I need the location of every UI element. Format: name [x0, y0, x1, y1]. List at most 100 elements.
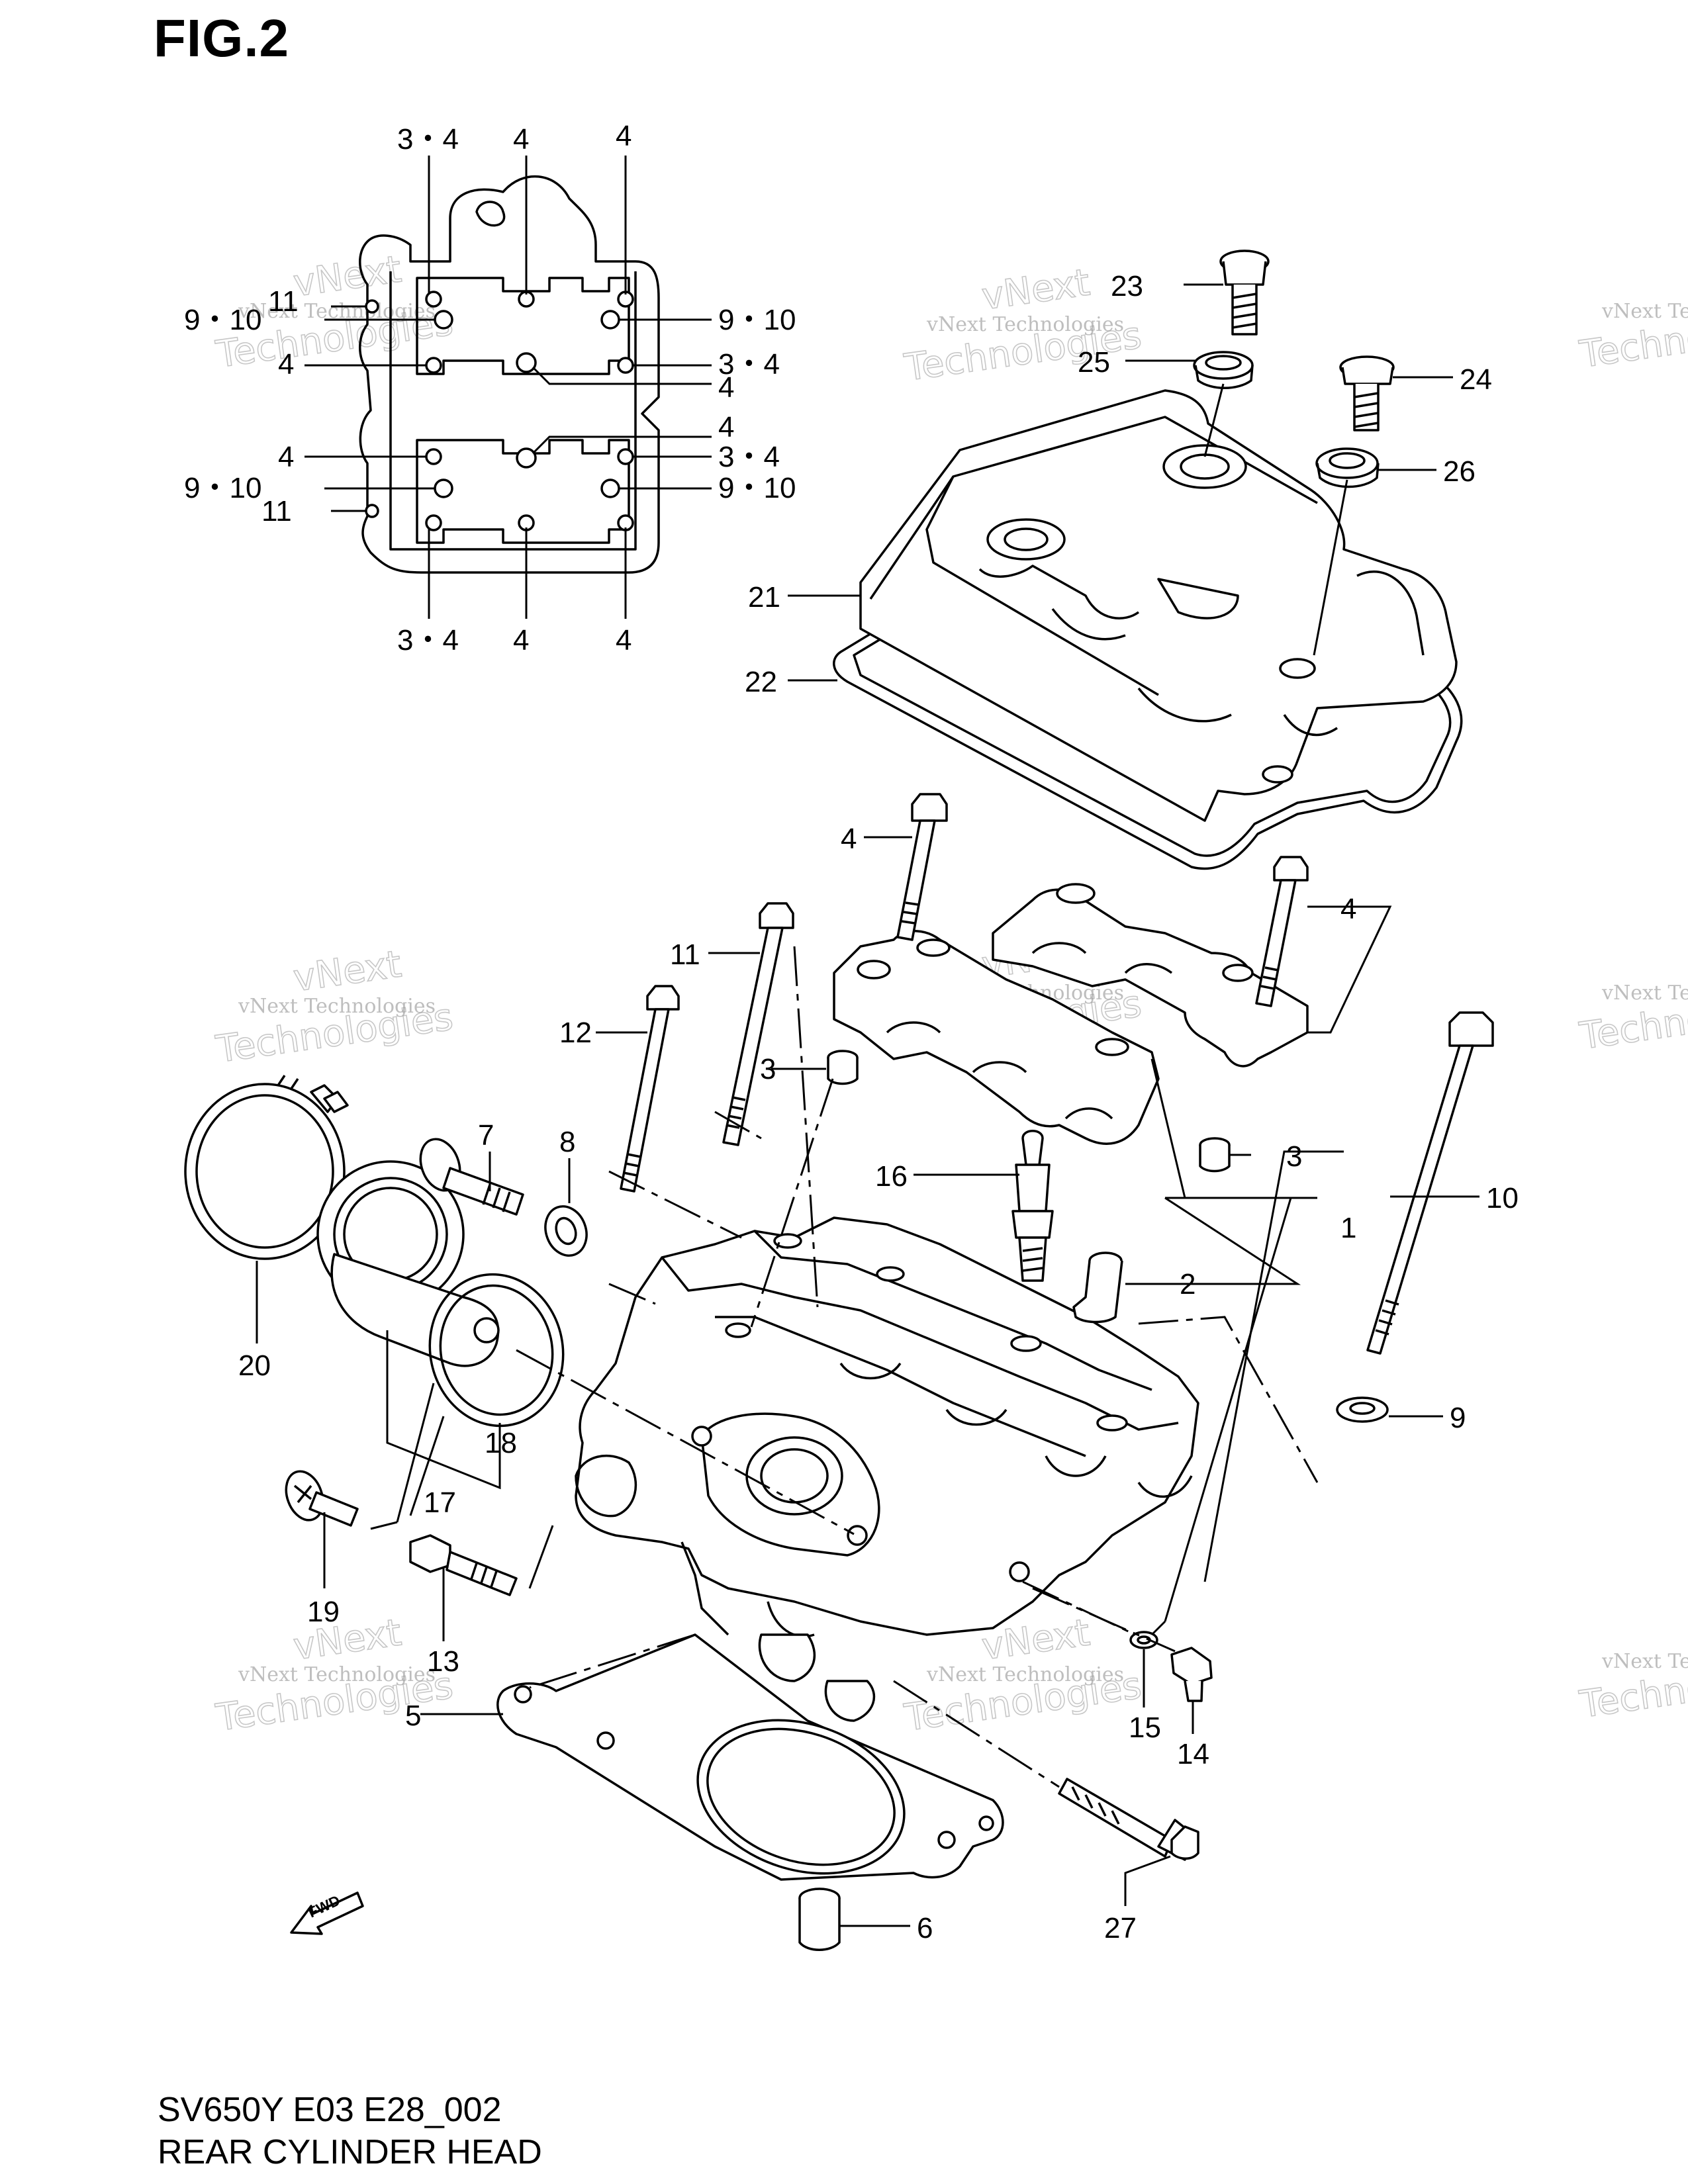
cam-holder-bolt-part4-right [1255, 856, 1309, 1007]
watermark-logo: vNext [291, 248, 404, 305]
seq-label: 4 [513, 624, 529, 657]
spark-plug-part16 [1011, 1130, 1054, 1282]
bolt-part14 [1170, 1647, 1213, 1702]
dowel-part6 [798, 1888, 841, 1951]
watermark-text: vNext Technologies [1601, 1650, 1688, 1673]
bolt-part19 [285, 1470, 359, 1527]
callout-3: 3 [1286, 1140, 1302, 1173]
figure-title: FIG.2 [154, 9, 290, 68]
seq-label: 9・10 [718, 304, 796, 336]
callout-leaders [256, 836, 1479, 1927]
seq-label: 4 [718, 411, 734, 443]
valve-cover-assembly [788, 250, 1463, 870]
callout-4: 4 [1340, 893, 1356, 925]
long-bolt-part10 [1366, 1011, 1494, 1355]
intake-pipe-part17 [316, 1160, 500, 1367]
watermark-text: vNext Technologies [238, 1663, 436, 1686]
callout-13: 13 [427, 1645, 459, 1678]
watermark-text: vNext Technologies [238, 995, 436, 1018]
callout-24: 24 [1460, 363, 1492, 396]
seq-label: 9・10 [184, 304, 261, 336]
watermark-3: vNext Technologies Technologies [1576, 300, 1688, 377]
callout-4: 4 [841, 823, 857, 855]
callout-3: 3 [760, 1053, 776, 1085]
callout-12: 12 [559, 1017, 592, 1049]
cover-bolt-part24 [1339, 355, 1395, 432]
cover-bolt-part23 [1219, 250, 1270, 336]
o-ring-part18 [428, 1273, 565, 1428]
callout-21: 21 [748, 581, 780, 614]
seq-label: 3・4 [718, 441, 780, 473]
washer-part9 [1336, 1396, 1389, 1423]
callout-27: 27 [1104, 1912, 1137, 1944]
bolt-part13 [409, 1534, 518, 1596]
callout-1: 1 [1340, 1212, 1356, 1244]
grommet-part26 [1315, 447, 1380, 488]
head-bolt-part27 [1058, 1778, 1199, 1861]
callout-9: 9 [1450, 1402, 1466, 1434]
dowel-part3-right [1199, 1137, 1231, 1173]
watermark-6: vNext Technologies Technologies [1576, 981, 1688, 1059]
callout-11: 11 [670, 938, 700, 971]
callout-16: 16 [875, 1160, 908, 1193]
bolt-part7 [419, 1138, 524, 1216]
inset-labels: 3・4 4 4 11 9・10 9・10 4 3・4 4 4 4 3・4 9・1… [184, 120, 796, 657]
callout-14: 14 [1177, 1738, 1209, 1770]
sensor-part2 [1072, 1251, 1123, 1324]
callout-7: 7 [478, 1119, 494, 1152]
diagram-code: SV650Y E03 E28_002 [158, 2091, 502, 2129]
diagram-name: REAR CYLINDER HEAD [158, 2133, 542, 2171]
callout-2: 2 [1180, 1268, 1196, 1300]
washer-part8 [544, 1205, 588, 1257]
cylinder-head-assembly: FWD [184, 270, 1519, 1951]
seq-label: 4 [616, 624, 632, 657]
watermark-text: vNext Technologies [1601, 300, 1688, 323]
callout-20: 20 [238, 1349, 271, 1382]
cylinder-head-body [575, 1216, 1199, 1636]
seq-label: 4 [513, 123, 529, 156]
inset-leader-lines [305, 156, 712, 619]
callout-5: 5 [405, 1700, 421, 1732]
callout-10: 10 [1486, 1182, 1519, 1214]
seq-label: 3・4 [397, 123, 459, 156]
watermark-text: vNext Technologies [1601, 981, 1688, 1005]
tightening-sequence-inset: 3・4 4 4 11 9・10 9・10 4 3・4 4 4 4 3・4 9・1… [184, 120, 796, 657]
watermark-logo: vNext [291, 942, 404, 1000]
seq-label: 9・10 [184, 472, 261, 504]
cam-holder-front [833, 930, 1160, 1145]
callout-23: 23 [1111, 270, 1143, 302]
watermark-4: vNext Technologies Technologies vNext [212, 942, 456, 1072]
seq-label: 11 [261, 495, 292, 527]
callout-22: 22 [745, 666, 777, 698]
bolt-part11 [722, 902, 794, 1146]
seq-label: 3・4 [718, 348, 780, 381]
callout-25: 25 [1078, 346, 1110, 379]
cover-gasket-part22 [833, 462, 1463, 870]
callout-17: 17 [424, 1486, 456, 1519]
callout-19: 19 [307, 1596, 340, 1628]
fwd-direction-arrow: FWD [290, 1891, 364, 1935]
seq-label: 4 [718, 371, 734, 404]
callout-18: 18 [485, 1427, 517, 1459]
dowel-part3-left [827, 1050, 859, 1085]
seq-label: 4 [278, 348, 294, 381]
callout-26: 26 [1443, 455, 1476, 488]
inset-journal-upper [416, 277, 630, 375]
seq-label: 11 [268, 285, 299, 318]
grommet-part25 [1193, 351, 1254, 389]
watermark-text: vNext Technologies [926, 1663, 1124, 1686]
callout-8: 8 [559, 1126, 575, 1158]
seq-label: 4 [616, 120, 632, 152]
seq-label: 3・4 [397, 624, 459, 657]
callout-15: 15 [1129, 1711, 1161, 1744]
washer-part15 [1129, 1631, 1158, 1649]
seq-label: 9・10 [718, 472, 796, 504]
seq-label: 4 [278, 441, 294, 473]
watermark-logo: vNext [979, 261, 1092, 318]
cam-holder-bolt-part4-left [896, 793, 948, 941]
watermark-text: vNext Technologies [926, 313, 1124, 336]
inset-journal-lower [416, 439, 630, 544]
callout-6: 6 [917, 1912, 933, 1944]
inset-head-outline [359, 175, 660, 574]
